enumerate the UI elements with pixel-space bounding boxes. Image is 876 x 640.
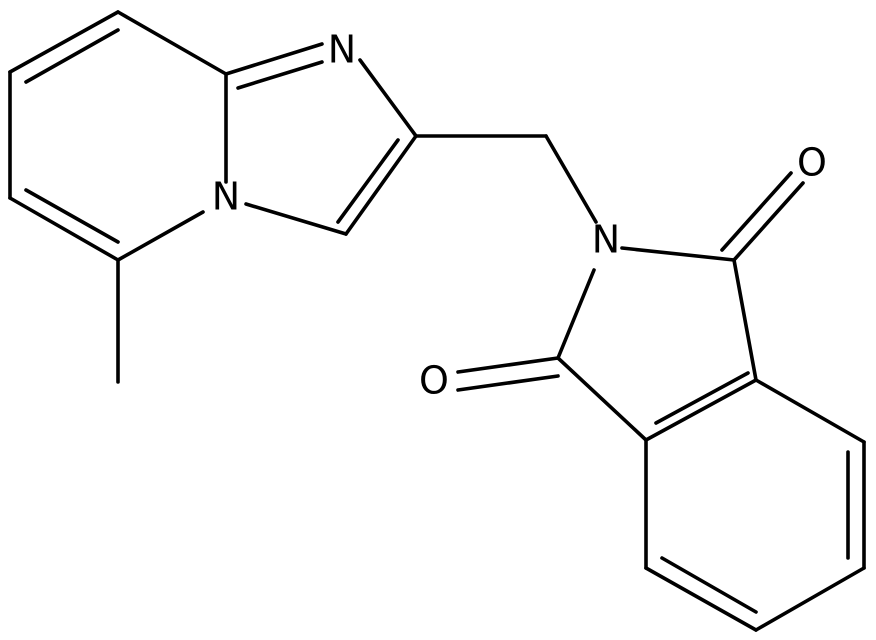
bond-c7a-c7 <box>754 378 866 444</box>
bond-c8a-n1 <box>224 42 324 76</box>
bond-c5-c4 <box>644 566 758 632</box>
bond-c3-o-second <box>456 374 560 392</box>
bond-c1-o-second <box>720 171 793 252</box>
atom-label-n-imide: N <box>592 218 620 262</box>
atom-label-o-top: O <box>797 141 827 185</box>
atom-label-o-left: O <box>419 359 449 403</box>
bond-c3a-c7a <box>644 378 758 442</box>
bond-c1-c7a <box>732 258 758 382</box>
atom-label-n-imine: N <box>328 28 356 72</box>
bond-c3-o <box>456 356 560 374</box>
bond-n1-c2 <box>358 58 418 138</box>
benzene-ring <box>644 378 866 632</box>
bond-n-c3 <box>556 268 596 360</box>
bond-c6-c5 <box>8 196 120 262</box>
bond-c2-c3-inner <box>336 138 400 224</box>
bond-c1-o <box>732 181 805 262</box>
pyridine-ring <box>8 10 228 262</box>
bond-ch2-n <box>544 134 598 224</box>
bond-c8-c8a <box>116 10 228 76</box>
bond-c6-c5-inner <box>24 188 120 244</box>
imide-ring <box>556 246 758 442</box>
bond-c3a-c7a-inner <box>654 371 750 425</box>
atom-label-n-bridge: N <box>212 175 240 219</box>
bond-c2-c3 <box>344 134 418 236</box>
bond-c8-c7 <box>8 10 120 74</box>
bond-c6-c5 <box>754 566 866 632</box>
bond-c5-c4-inner <box>660 556 758 614</box>
imidazole-ring <box>224 42 418 236</box>
bond-c5-n4 <box>116 210 205 262</box>
bond-c8a-n1-inner <box>236 60 324 90</box>
bond-c8-c7-inner <box>24 28 120 84</box>
carbonyl-bonds <box>456 171 805 392</box>
bond-c3-n4 <box>244 202 348 236</box>
bond-n-c1 <box>620 246 736 262</box>
bond-c3-c3a <box>556 356 648 442</box>
